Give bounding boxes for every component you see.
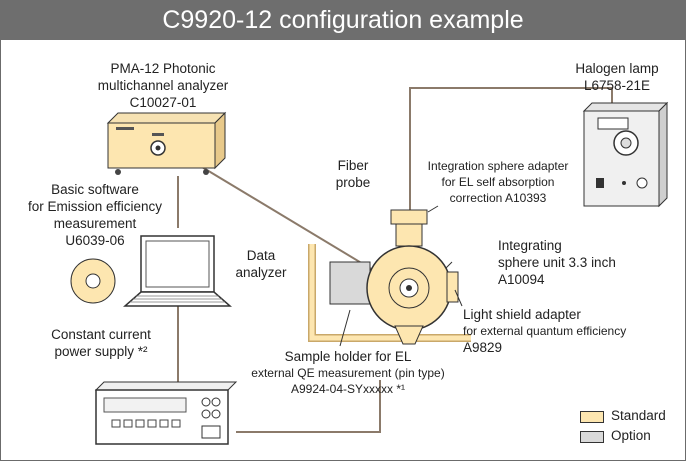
software-cd-icon: [70, 258, 116, 304]
data-analyzer-line-2: analyzer: [235, 265, 287, 280]
pma-line-2: multichannel analyzer: [97, 78, 229, 93]
software-label: Basic software for Emission efficiency m…: [20, 181, 170, 249]
light-shield-line-2: for external quantum efficiency: [463, 324, 627, 338]
sample-holder-line-1: Sample holder for EL: [284, 349, 412, 364]
integrating-sphere-label: Integrating sphere unit 3.3 inch A10094: [498, 237, 616, 288]
power-line-2: power supply *²: [54, 344, 148, 359]
integrating-sphere-device: [366, 209, 459, 345]
power-supply-device: [94, 381, 238, 445]
halogen-lamp-device: [582, 101, 669, 208]
leader-lines: [339, 205, 463, 347]
sphere-adapter-line-2: for EL self absorption: [441, 175, 555, 189]
halogen-line-2: L6758-21E: [583, 78, 651, 93]
legend-standard-swatch: [580, 411, 604, 423]
fiber-probe-label: Fiber probe: [325, 157, 381, 191]
legend-option-swatch: [580, 431, 604, 443]
data-analyzer-line-1: Data: [246, 248, 276, 263]
sphere-line-1: Integrating: [498, 238, 562, 253]
sphere-adapter-line-3: correction A10393: [449, 191, 547, 205]
light-shield-label: Light shield adapter for external quantu…: [463, 306, 626, 356]
sample-holder-line-3: A9924-04-SYxxxxx *¹: [290, 382, 406, 396]
power-supply-label: Constant current power supply *²: [26, 326, 176, 360]
sphere-line-3: A10094: [498, 272, 545, 287]
pma-analyzer-label: PMA-12 Photonic multichannel analyzer C1…: [78, 60, 248, 111]
sample-holder-line-2: external QE measurement (pin type): [251, 366, 445, 380]
power-line-1: Constant current: [51, 327, 151, 342]
fiber-line-2: probe: [335, 175, 371, 190]
legend-option-label: Option: [611, 428, 651, 443]
sphere-adapter-line-1: Integration sphere adapter: [427, 159, 569, 173]
legend-standard-label: Standard: [611, 408, 666, 423]
light-shield-line-3: A9829: [463, 340, 503, 355]
software-line-3: measurement: [53, 216, 137, 231]
pma-analyzer-device: [106, 111, 227, 175]
sample-holder-label: Sample holder for EL external QE measure…: [243, 348, 453, 397]
halogen-line-1: Halogen lamp: [575, 61, 659, 76]
laptop-data-analyzer: [123, 235, 232, 307]
sphere-line-2: sphere unit 3.3 inch: [498, 255, 616, 270]
pma-line-3: C10027-01: [129, 95, 197, 110]
software-line-4: U6039-06: [65, 233, 125, 248]
fiber-line-1: Fiber: [337, 158, 369, 173]
diagram-title: C9920-12 configuration example: [0, 0, 686, 40]
halogen-lamp-label: Halogen lamp L6758-21E: [562, 60, 672, 94]
software-line-1: Basic software: [51, 182, 139, 197]
light-shield-line-1: Light shield adapter: [463, 307, 581, 322]
data-analyzer-label: Data analyzer: [231, 247, 291, 281]
software-line-2: for Emission efficiency: [27, 199, 163, 214]
pma-line-1: PMA-12 Photonic: [110, 61, 216, 76]
power-to-holder-cable: [236, 380, 381, 433]
sphere-adapter-label: Integration sphere adapter for EL self a…: [412, 158, 584, 206]
